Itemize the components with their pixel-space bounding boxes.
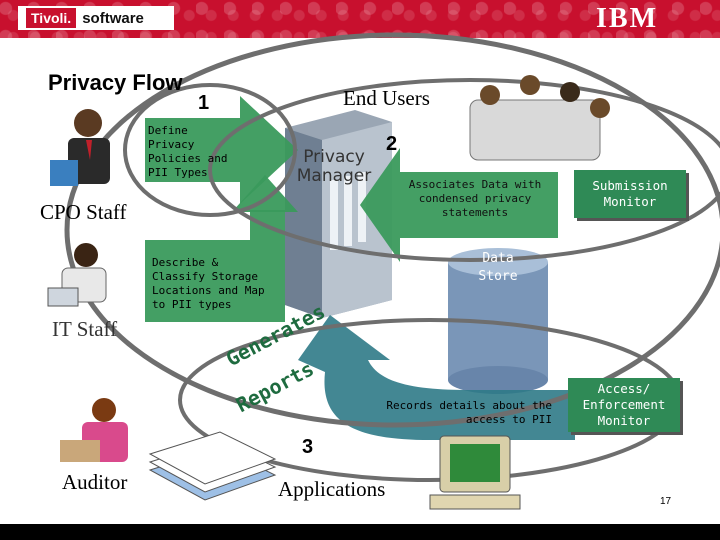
page-number: 17 xyxy=(660,496,672,507)
describe-arrow-head xyxy=(232,175,298,212)
ibm-logo: IBM xyxy=(596,3,658,34)
cpo-staff-label: CPO Staff xyxy=(40,200,127,224)
flow-loop-upper xyxy=(208,78,720,262)
step-2-number: 2 xyxy=(386,133,398,155)
auditor-label: Auditor xyxy=(62,470,128,494)
flow-loop-lower xyxy=(178,318,682,482)
cpo-staff-figure-icon xyxy=(50,109,110,186)
describe-storage-text: Describe & Classify Storage Locations an… xyxy=(152,256,265,311)
associates-data-text: Associates Data with condensed privacy s… xyxy=(408,178,542,219)
applications-label: Applications xyxy=(278,477,386,501)
associates-data-arrow xyxy=(360,148,558,262)
step-1-number: 1 xyxy=(198,92,210,114)
define-policies-text: Define Privacy Policies and PII Types xyxy=(148,124,228,179)
auditor-figure-icon xyxy=(60,398,128,462)
tivoli-logo: Tivoli. software xyxy=(18,6,174,30)
step-3-number: 3 xyxy=(302,436,314,458)
end-users-group-icon xyxy=(469,75,610,161)
access-enforcement-monitor-box: Access/ Enforcement Monitor xyxy=(568,378,680,432)
flow-loop-outer xyxy=(64,32,720,428)
describe-storage-arrow xyxy=(145,210,285,322)
footer-bar xyxy=(0,524,720,540)
it-staff-figure-icon xyxy=(47,243,107,307)
privacy-manager-label: Privacy Manager xyxy=(296,147,372,186)
it-staff-label: IT Staff xyxy=(52,317,118,341)
records-access-text: Records details about the access to PII xyxy=(386,399,552,426)
reports-stack-icon xyxy=(148,431,277,501)
applications-computer-icon xyxy=(429,435,521,510)
data-store-label: Data Store xyxy=(478,251,518,284)
records-access-arrow xyxy=(298,315,575,440)
tivoli-product: software xyxy=(82,9,144,27)
tivoli-brand: Tivoli. xyxy=(26,8,77,28)
end-users-label: End Users xyxy=(343,86,430,110)
submission-monitor-box: Submission Monitor xyxy=(574,170,686,218)
define-policies-arrow xyxy=(145,96,298,204)
slide-title: Privacy Flow xyxy=(48,70,183,95)
flow-loop-left xyxy=(123,83,297,217)
